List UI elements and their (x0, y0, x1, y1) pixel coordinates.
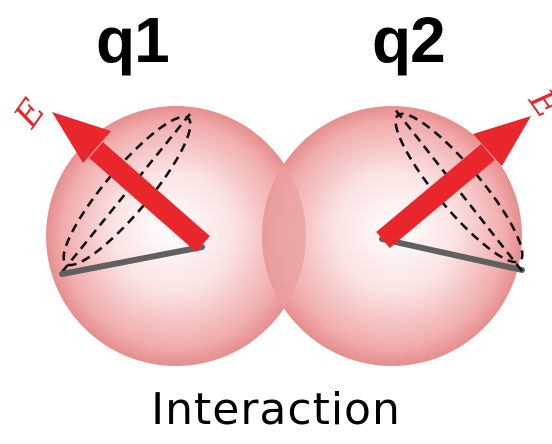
charge-label-q2: q2 (372, 4, 446, 76)
spin-vector-q1 (59, 244, 205, 277)
charge-label-q1: q1 (96, 4, 170, 76)
field-arrow-icon (376, 116, 531, 249)
caption: Interaction (151, 384, 401, 435)
field-arrow-icon (52, 112, 210, 252)
spin-vector-q2 (379, 236, 525, 273)
field-label-q1: E (6, 92, 54, 136)
